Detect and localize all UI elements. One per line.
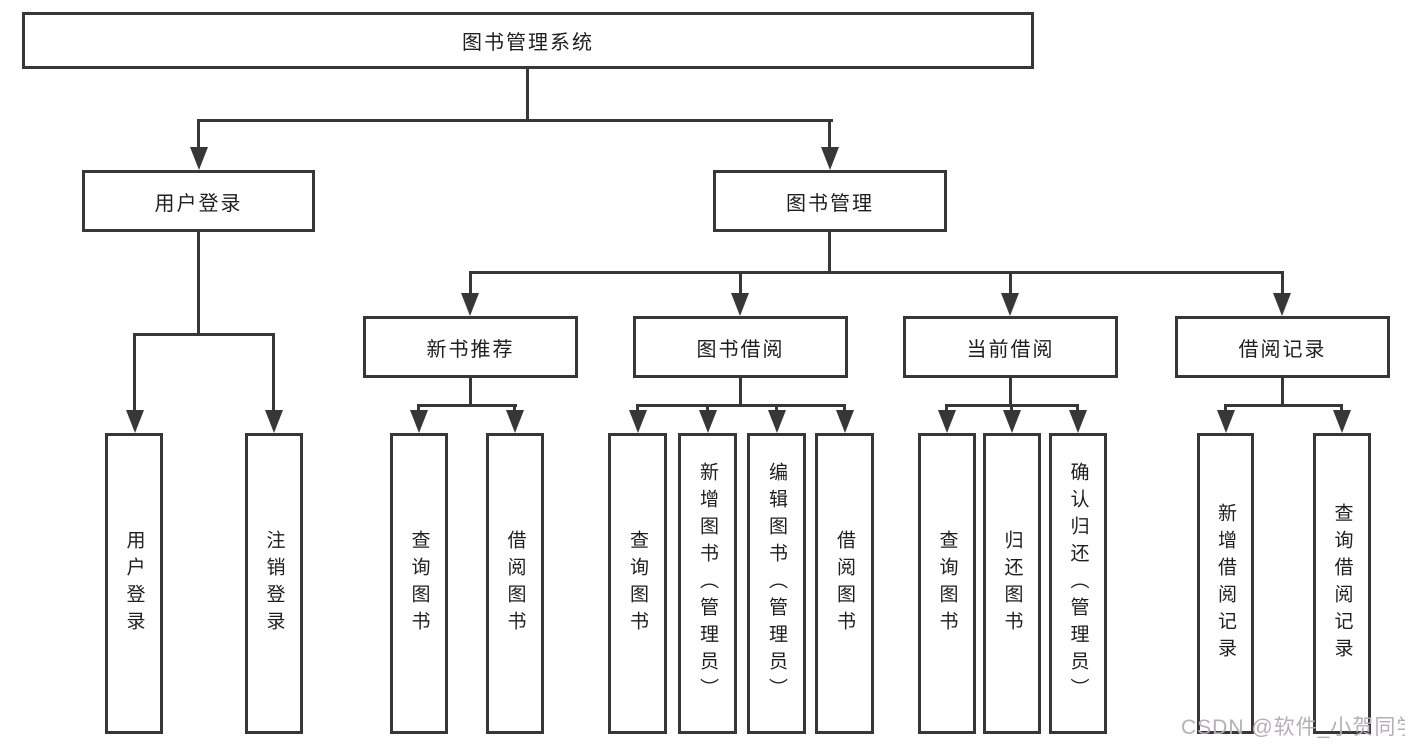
- leaf-label: 用户登录: [123, 529, 145, 638]
- arrowhead-leaf: [699, 410, 717, 433]
- arrowhead-leaf: [506, 410, 524, 433]
- connector-level1-split: [197, 119, 833, 122]
- leaf-label: 新增借阅记录: [1215, 502, 1236, 665]
- connector-book-borrow-split: [636, 404, 846, 407]
- connector-stub-book-management: [828, 119, 831, 148]
- node-leaf-recommend-borrow-books: 借阅图书: [486, 433, 544, 734]
- arrowhead-logout: [265, 410, 283, 433]
- connector-stub-login-user: [133, 333, 136, 410]
- node-book-borrow: 图书借阅: [633, 316, 848, 378]
- node-leaf-edit-books-admin: 编辑图书（管理员）: [747, 433, 806, 734]
- node-leaf-add-books-admin: 新增图书（管理员）: [678, 433, 737, 734]
- node-user-login: 用户登录: [82, 170, 315, 232]
- leaf-label: 确认归还（管理员）: [1067, 462, 1089, 705]
- node-new-book-recommend: 新书推荐: [363, 316, 578, 378]
- arrowhead-book-borrow: [731, 293, 749, 316]
- connector-stub-leaf: [1224, 404, 1227, 412]
- leaf-label: 借阅图书: [504, 529, 526, 638]
- node-book-management: 图书管理: [713, 170, 947, 232]
- connector-new-book-split: [417, 404, 517, 407]
- node-leaf-borrow-books: 借阅图书: [815, 433, 874, 734]
- connector-book-borrow-drop: [739, 378, 742, 406]
- node-leaf-return-books: 归还图书: [983, 433, 1041, 734]
- arrowhead-user-login: [190, 147, 208, 170]
- connector-stub-new-book: [469, 271, 472, 293]
- node-leaf-current-query-books: 查询图书: [918, 433, 976, 734]
- connector-stub-borrow-records: [1281, 271, 1284, 293]
- node-leaf-user-login: 用户登录: [105, 433, 163, 734]
- connector-login-split: [133, 333, 275, 336]
- arrowhead-borrow-records: [1273, 293, 1291, 316]
- leaf-label: 新增图书（管理员）: [697, 462, 718, 705]
- leaf-label: 注销登录: [263, 529, 285, 638]
- connector-root-drop: [526, 69, 529, 121]
- arrowhead-leaf: [629, 410, 647, 433]
- connector-mgmt-drop: [828, 232, 831, 271]
- connector-stub-leaf: [945, 404, 948, 412]
- node-leaf-confirm-return-admin: 确认归还（管理员）: [1049, 433, 1107, 734]
- leaf-label: 借阅图书: [834, 529, 855, 638]
- leaf-label: 归还图书: [1001, 529, 1023, 638]
- connector-new-book-drop: [469, 378, 472, 406]
- connector-stub-leaf: [417, 404, 420, 412]
- leaf-label: 查询图书: [408, 529, 430, 638]
- arrowhead-leaf: [836, 410, 854, 433]
- connector-level2-split: [469, 271, 1283, 274]
- arrowhead-leaf: [768, 410, 786, 433]
- arrowhead-leaf: [410, 410, 428, 433]
- connector-stub-user-login: [197, 119, 200, 148]
- node-borrow-records: 借阅记录: [1175, 316, 1390, 378]
- arrowhead-leaf: [1333, 410, 1351, 433]
- arrowhead-current-borrow: [1001, 293, 1019, 316]
- connector-stub-leaf: [775, 404, 778, 412]
- arrowhead-leaf: [1069, 410, 1087, 433]
- connector-login-drop: [197, 232, 200, 333]
- arrowhead-login-user: [126, 410, 144, 433]
- connector-stub-book-borrow: [739, 271, 742, 293]
- leaf-label: 查询图书: [936, 529, 958, 638]
- csdn-watermark: CSDN @软件_小贺同学: [1181, 716, 1405, 739]
- arrowhead-book-management: [821, 147, 839, 170]
- connector-stub-leaf: [1076, 404, 1079, 412]
- connector-current-borrow-drop: [1009, 378, 1012, 406]
- connector-stub-leaf: [636, 404, 639, 412]
- node-leaf-add-borrow-record: 新增借阅记录: [1197, 433, 1254, 734]
- connector-stub-leaf: [1340, 404, 1343, 412]
- connector-stub-current-borrow: [1009, 271, 1012, 293]
- leaf-label: 编辑图书（管理员）: [766, 462, 787, 705]
- node-current-borrow: 当前借阅: [903, 316, 1118, 378]
- connector-borrow-records-drop: [1281, 378, 1284, 406]
- arrowhead-leaf: [1217, 410, 1235, 433]
- node-leaf-query-borrow-record: 查询借阅记录: [1313, 433, 1371, 734]
- connector-stub-logout: [272, 333, 275, 410]
- node-leaf-borrow-query-books: 查询图书: [608, 433, 667, 734]
- node-leaf-logout: 注销登录: [245, 433, 303, 734]
- connector-borrow-records-split: [1224, 404, 1343, 407]
- leaf-label: 查询图书: [627, 529, 648, 638]
- connector-stub-leaf: [706, 404, 709, 412]
- connector-stub-leaf: [843, 404, 846, 412]
- arrowhead-leaf: [938, 410, 956, 433]
- leaf-label: 查询借阅记录: [1331, 502, 1353, 665]
- node-leaf-recommend-query-books: 查询图书: [390, 433, 448, 734]
- arrowhead-leaf: [1003, 410, 1021, 433]
- node-library-management-system: 图书管理系统: [22, 12, 1034, 69]
- connector-stub-leaf: [513, 404, 516, 412]
- arrowhead-new-book: [461, 293, 479, 316]
- connector-stub-leaf: [1010, 404, 1013, 412]
